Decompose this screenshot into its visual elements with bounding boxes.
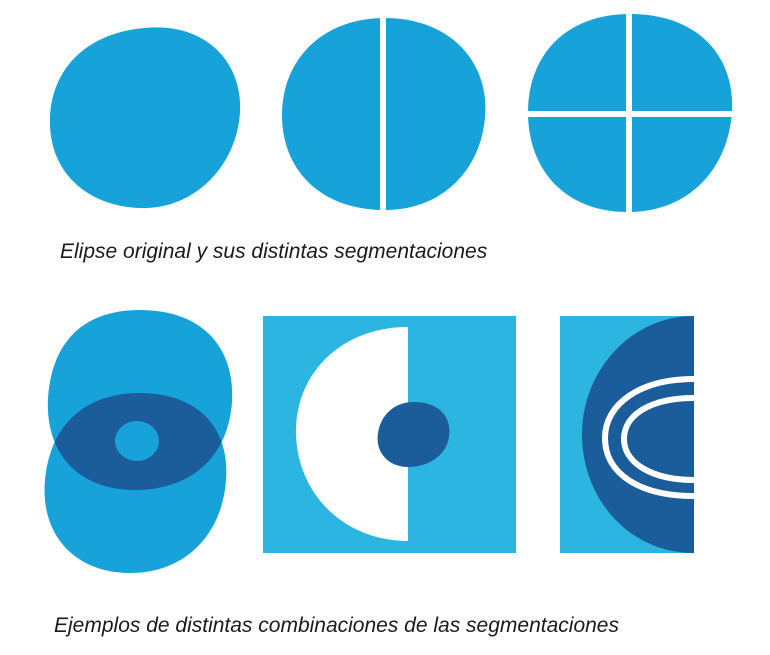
concentric-arcs-example xyxy=(560,316,694,553)
white-half-ellipse xyxy=(295,327,408,541)
ellipse-halves xyxy=(282,10,486,220)
outer-white-arc xyxy=(601,376,694,499)
caption-original-ellipse: Elipse original y sus distintas segmenta… xyxy=(60,240,488,263)
caption-combination-examples: Ejemplos de distintas combinaciones de l… xyxy=(54,614,619,637)
inner-white-arc xyxy=(620,395,694,483)
dark-blue-dot xyxy=(377,402,450,467)
overlap-example xyxy=(44,310,233,573)
original-ellipse xyxy=(49,27,241,209)
horizontal-divider xyxy=(520,111,740,117)
ellipse-quarters xyxy=(520,6,740,218)
pupil xyxy=(115,421,159,461)
intersection-eye xyxy=(47,393,227,490)
vertical-divider xyxy=(380,10,386,220)
half-ellipse-example xyxy=(263,316,516,553)
